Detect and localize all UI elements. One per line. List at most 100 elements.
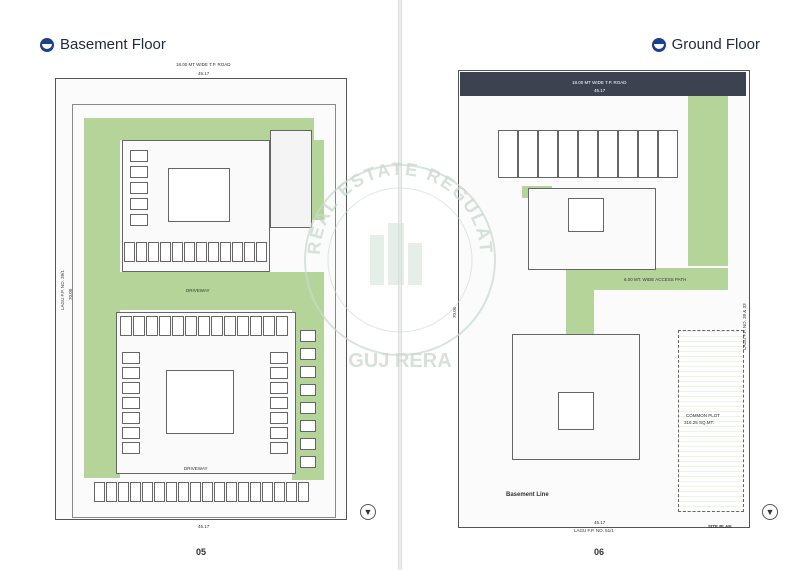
parking-bay [159,316,171,336]
parking-bay [286,482,297,502]
parking-bay [172,316,184,336]
parking-bay [146,316,158,336]
green-strip-top [84,118,314,140]
brand-logo-icon [40,37,54,52]
basement-line-label: Basement Line [506,492,549,498]
parking-bay [130,214,148,226]
shop-unit [598,130,618,178]
page-heading-basement: Basement Floor [40,36,166,53]
shop-unit [638,130,658,178]
parking-bay [130,150,148,162]
parking-bay [276,316,288,336]
parking-bay [130,482,141,502]
parking-bay [160,242,171,262]
north-arrow-icon: ▼ [762,504,778,520]
parking-bay [270,427,288,439]
parking-bay [270,412,288,424]
parking-bay [300,420,316,432]
common-plot-label: COMMON PLOT [686,413,721,418]
parking-bay [256,242,267,262]
parking-bay [244,242,255,262]
page-number-left: 05 [196,547,207,557]
parking-bay [226,482,237,502]
parking-bay [237,316,249,336]
parking-bay [262,482,273,502]
parking-bay [154,482,165,502]
parking-bay [122,427,140,439]
basement-floor-page: Basement Floor 18.00 MT WIDE T.P. ROAD 4… [0,0,398,570]
service-core-upper [168,168,230,222]
parking-bay [136,242,147,262]
parking-bay [130,198,148,210]
parking-bay [198,316,210,336]
parking-bay [202,482,213,502]
parking-bay [172,242,183,262]
parking-bay [118,482,129,502]
tower-a-core [568,198,604,232]
site-plan-label: SITE PLAN [708,524,732,529]
parking-bay [300,366,316,378]
parking-bay [185,316,197,336]
parking-bay [184,242,195,262]
basement-floor-title: Basement Floor [60,36,166,53]
parking-bay [270,382,288,394]
bottom-dimension: 45.17 [594,520,606,525]
parking-bay [224,316,236,336]
parking-bay [232,242,243,262]
parking-bay [122,367,140,379]
shop-unit [658,130,678,178]
driveway-label-lower: DRIVEWAY [184,466,208,471]
ground-floor-title: Ground Floor [671,36,760,53]
parking-bay [190,482,201,502]
driveway-label: DRIVEWAY [186,288,210,293]
parking-bay [274,482,285,502]
parking-bay [94,482,105,502]
north-arrow-icon: ▼ [360,504,376,520]
side-lot-label: LAGU F.P. NO. 39 & 33 [742,303,747,350]
shop-unit [498,130,518,178]
parking-bay [166,482,177,502]
parking-bay [250,316,262,336]
shop-unit [558,130,578,178]
parking-bay [300,384,316,396]
parking-bay [270,397,288,409]
parking-bay [106,482,117,502]
parking-bay [270,442,288,454]
common-plot-area-value: 316.25 SQ.MT. [684,420,715,425]
parking-bay [270,367,288,379]
parking-bay [148,242,159,262]
green-strip-right [688,96,728,266]
green-band-mid [84,272,324,310]
parking-bay [122,352,140,364]
shop-unit [618,130,638,178]
access-path-label: 6.00 MT. WIDE ACCESS PATH [624,277,687,282]
ground-floor-page: Ground Floor 18.00 MT WIDE T.P. ROAD 45.… [402,0,800,570]
parking-bay [142,482,153,502]
parking-bay [300,438,316,450]
parking-bay [300,456,316,468]
parking-bay [122,412,140,424]
common-plot-area [678,330,744,512]
shop-unit [578,130,598,178]
parking-bay [124,242,135,262]
access-path-vertical [566,268,594,338]
parking-bay [122,397,140,409]
parking-bay [130,166,148,178]
parking-bay [263,316,275,336]
parking-bay [298,482,309,502]
bottom-dimension: 45.17 [198,524,210,529]
parking-bay [214,482,225,502]
parking-bay [208,242,219,262]
ramp-upper [270,130,312,228]
parking-bay [270,352,288,364]
parking-bay [120,316,132,336]
road-label: 18.00 MT WIDE T.P. ROAD [176,62,231,67]
brand-logo-icon [651,37,666,52]
parking-bay [211,316,223,336]
parking-bay [238,482,249,502]
parking-bay [122,442,140,454]
road-label: 18.00 MT WIDE T.P. ROAD [572,80,627,85]
tower-b-core [558,392,594,430]
access-path-green [566,268,728,290]
